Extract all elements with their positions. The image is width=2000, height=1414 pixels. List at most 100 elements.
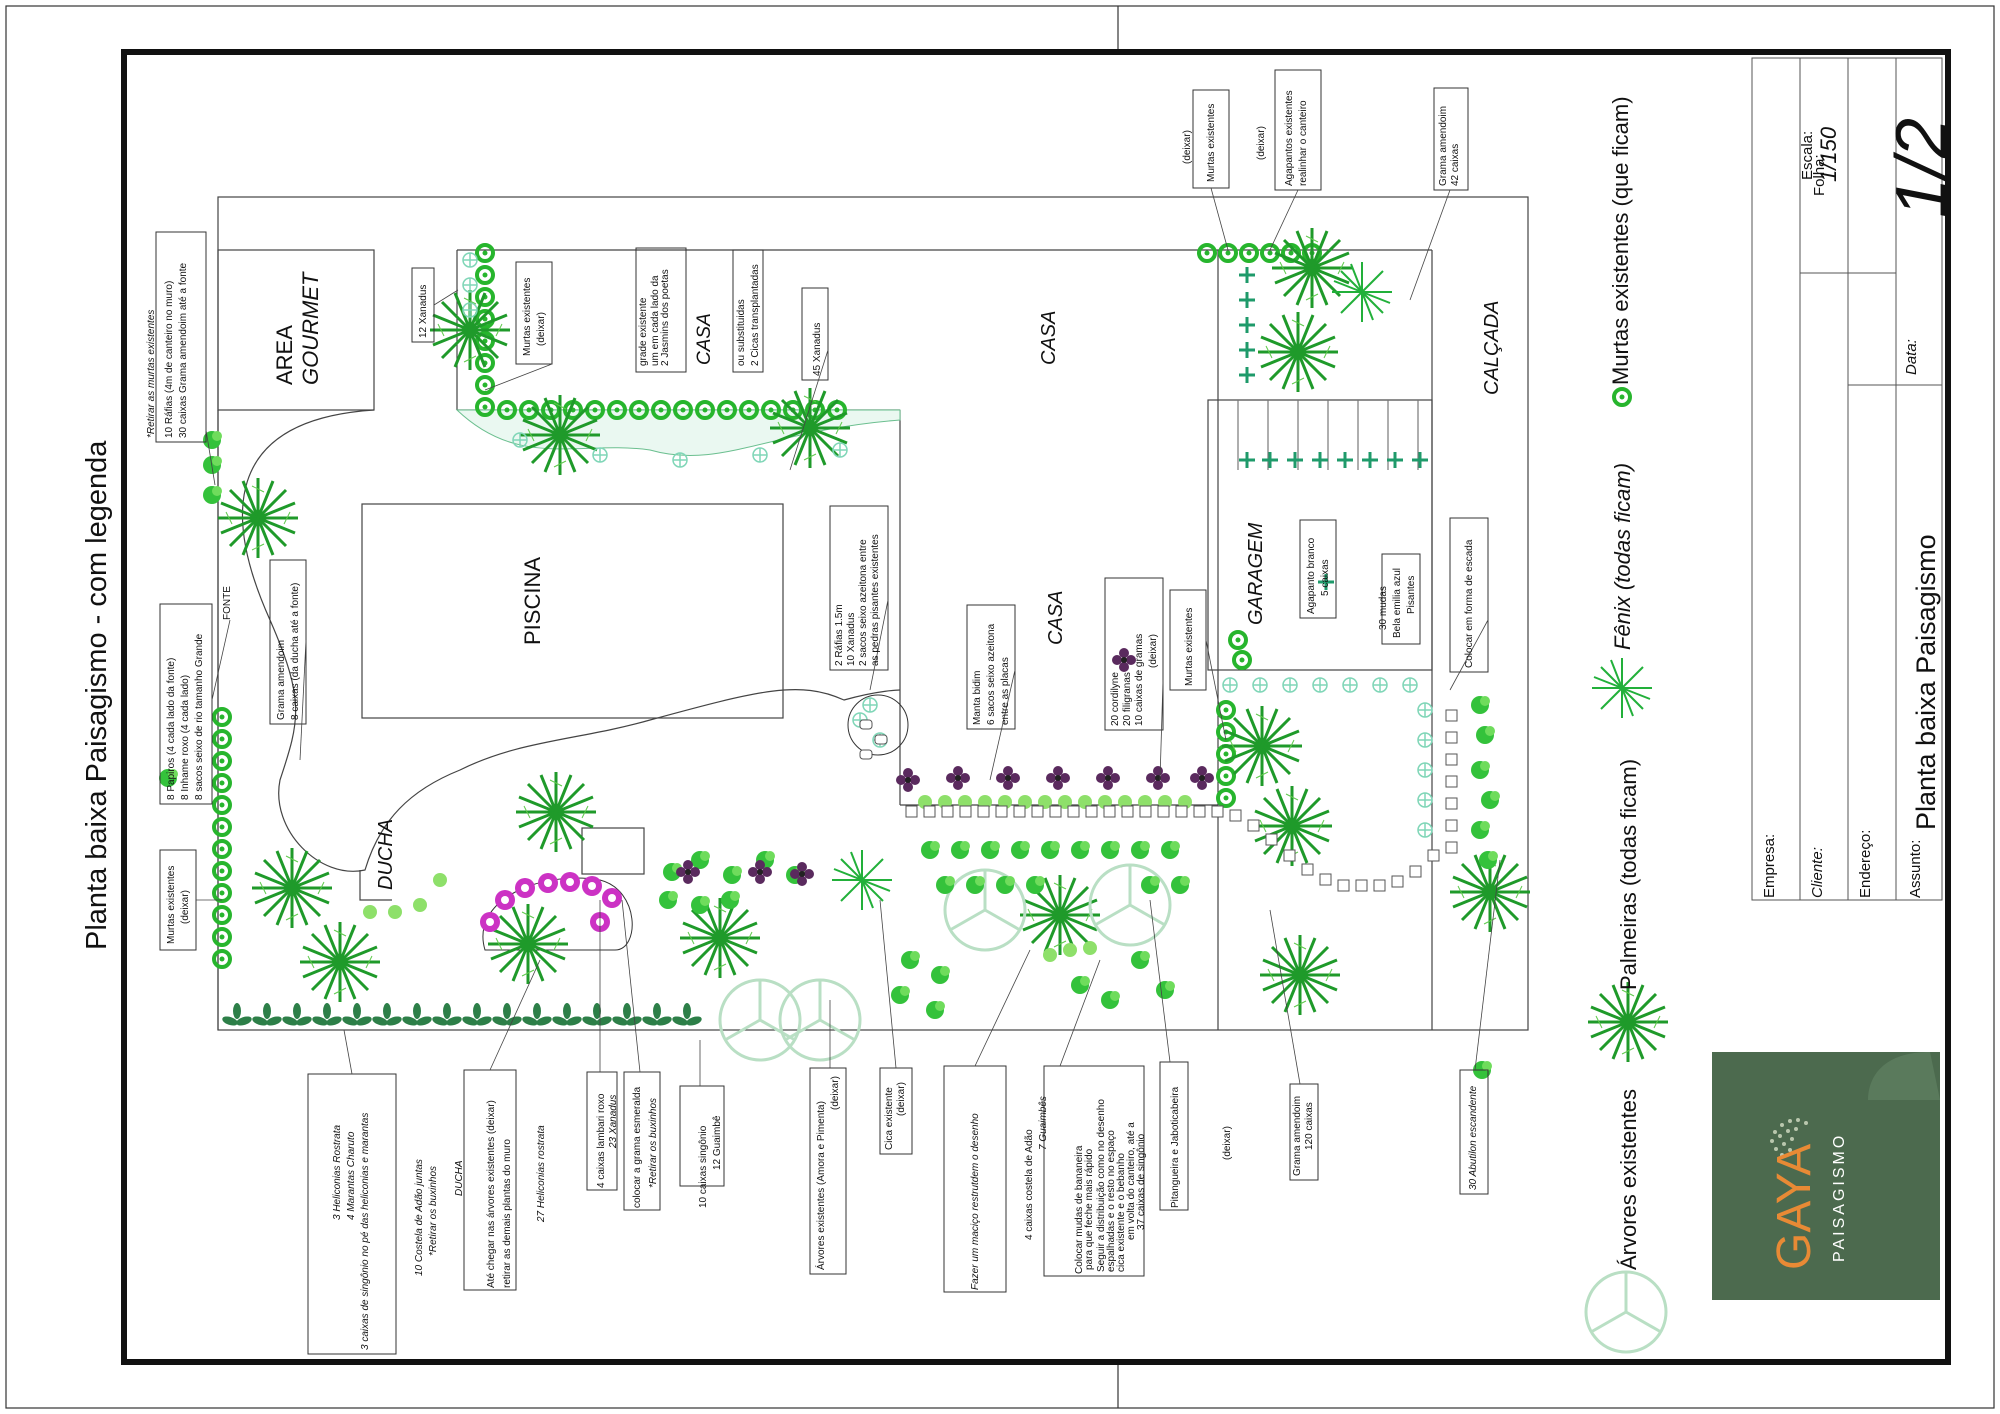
annotation-texts: *Retirar as murtas existentes 10 Ráfias … (146, 90, 1479, 1350)
note-arvores-1: Árvores existentes (Amora e Pimenta) (814, 1101, 827, 1270)
note-cicas-2: 2 Cicas transplantadas (750, 264, 761, 366)
legend-arvores-text: Árvores existentes (1616, 1089, 1641, 1270)
label-gourmet: GOURMET (298, 271, 323, 385)
note-ducha-2: Até chegar nas árvores existentes (deixa… (486, 1100, 497, 1288)
note-grade-1: grade existente (638, 297, 649, 366)
note-manta-3: entre as placas (1000, 657, 1011, 725)
note-rafias-2: 30 caixas Grama amendoim até a fonte (178, 262, 189, 438)
note-maco-1: Fazer um maciço restrutdem o desenho (970, 1113, 981, 1290)
label-casa-mid: CASA (1045, 591, 1067, 645)
note-murtas-4: Murtas existentes (1184, 608, 1195, 686)
note-ducha-3: retirar as demais plantas do muro (502, 1139, 513, 1288)
tb-escala-label: Escala: (1799, 131, 1816, 180)
note-seguir-4: cica existente e o bebanho (1116, 1153, 1127, 1272)
note-abutilon: 30 Abutilon escandente (1468, 1085, 1479, 1190)
tb-cliente-label: Cliente: (1809, 847, 1826, 898)
note-heliconias-2: 4 Marantas Charuto (346, 1131, 357, 1220)
label-area: AREA (272, 325, 297, 385)
sheet-border (5, 5, 1995, 1409)
note-ducha-1: DUCHA (454, 1160, 465, 1196)
note-deixar-3: (deixar) (1256, 126, 1267, 160)
note-seguir-5: em volta do canteiro, até a (1126, 1122, 1137, 1240)
note-grama-42-1: Grama amendoim (1438, 106, 1449, 186)
label-garagem: GARAGEM (1245, 522, 1267, 625)
note-cordyline-4: (deixar) (1148, 634, 1159, 668)
note-retirar-murtas: *Retirar as murtas existentes (146, 310, 157, 438)
note-pitangueira: Pitangueira e Jaboticabeira (1170, 1086, 1181, 1208)
note-murtas-2: Murtas existentes (1206, 104, 1217, 182)
note-rafias2-4: as pedras pisantes existentes (870, 534, 881, 666)
note-seguir-1: para que feche mais rápido (1084, 1148, 1095, 1270)
tb-folha-value: 1/2 (1882, 118, 1962, 218)
tb-folha-label: Folha: (1811, 154, 1828, 196)
site-plan (217, 196, 1529, 1031)
note-papiros-2: 8 Inhame roxo (4 cada lado) (180, 675, 191, 800)
note-grama-42-2: 42 caixas (1450, 144, 1461, 186)
note-heliconias-1: 3 Heliconias Rostrata (332, 1125, 343, 1220)
label-casa-small: CASA (694, 313, 715, 365)
note-deixar-4: (deixar) (180, 890, 191, 924)
legend-palmeiras-text: Palmeiras (todas ficam) (1616, 759, 1641, 990)
area-labels: AREA GOURMET PISCINA CASA CASA CASA GARA… (222, 271, 1503, 890)
note-papiros-1: 8 Papiros (4 cada lado da fonte) (166, 658, 177, 800)
note-cicas-1: ou substituidas (736, 299, 747, 366)
note-seguir-3: espalhadas e o resto no espaço (1106, 1130, 1117, 1272)
drawing-frame (121, 49, 1951, 1365)
note-bela-3: Pisantes (1406, 576, 1417, 614)
note-agapantos-2: realinhar o canteiro (1298, 100, 1309, 186)
legend: Murtas existentes (que ficam) Fênix (tod… (1584, 96, 1670, 1354)
note-grade-2: um em cada lado da (650, 275, 661, 366)
note-grade-3: 2 Jasmins dos poetas (660, 269, 671, 366)
note-deixar-5: (deixar) (1222, 1126, 1233, 1160)
existing-trees (718, 863, 1172, 1062)
sheet-title: Planta baixa Paisagismo - com legenda (81, 440, 113, 950)
note-arvores-2: (deixar) (830, 1076, 841, 1110)
note-heliconias-27: 27 Heliconias rostrata (536, 1125, 547, 1223)
note-murtas-3: Murtas existentes (166, 866, 177, 944)
tb-assunto-value: Planta baixa Paisagismo (1911, 534, 1941, 830)
note-singonio-2: 12 Guaimbê (712, 1115, 723, 1170)
legend-murtas-text: Murtas existentes (que ficam) (1608, 96, 1633, 385)
legend-fenix-text: Fênix (todas ficam) (1610, 463, 1635, 650)
note-esmeralda-2: *Retirar os buxinhos (648, 1098, 659, 1188)
tb-data-label: Data: (1903, 339, 1920, 375)
note-papiros-3: 8 sacos seixo de rio tamanho Grande (194, 633, 205, 800)
note-manta-2: 6 sacos seixo azeitona (986, 623, 997, 725)
stepping-stones (859, 709, 1458, 892)
note-heliconias-3: 3 caixas de singônio no pé das heliconia… (360, 1113, 371, 1350)
note-rafias2-2: 10 Xanadus (846, 613, 857, 666)
note-seguir-6: 37 caixas de singônio (1136, 1133, 1147, 1230)
note-costela-1: 10 Costela de Adão juntas (414, 1159, 425, 1276)
logo-dots (1770, 1118, 1808, 1157)
note-lambari: 4 caixas lambari roxo (596, 1093, 607, 1188)
note-bela-2: Bela emilia azul (1392, 568, 1403, 638)
leader-lines (196, 187, 1501, 1086)
gaya-logo: GAYA PAISAGISMO (1712, 1052, 1940, 1300)
note-grama-120-2: 120 caixas (1304, 1102, 1315, 1150)
label-calcada: CALÇADA (1481, 301, 1503, 395)
note-xanadus-12: 12 Xanadus (418, 285, 429, 338)
heliconia-row (221, 1003, 703, 1028)
note-escada: Colocar em forma de escada (1464, 539, 1475, 668)
note-costela-2: *Retirar os buxinhos (428, 1166, 439, 1256)
note-agapanto-2: 5 caixas (1320, 559, 1331, 596)
note-rafias-1: 10 Ráfias (4m de canteiro no muro) (164, 281, 175, 438)
tb-assunto-label: Assunto: (1907, 840, 1924, 898)
agapanto-plants (1237, 265, 1430, 592)
tb-endereco-label: Endereço: (1857, 830, 1874, 898)
logo-subtitle: PAISAGISMO (1831, 1133, 1848, 1262)
note-seguir-7: Colocar mudas de bananeira (1074, 1145, 1085, 1274)
note-singonio-1: 10 caixas singônio (698, 1125, 709, 1208)
note-deixar-1: (deixar) (536, 312, 547, 346)
title-block (1751, 57, 1943, 901)
tb-empresa-label: Empresa: (1761, 834, 1778, 898)
title-block-texts: Empresa: Cliente: Endereço: Assunto: Pla… (1761, 118, 1962, 898)
note-grama-8-2: 8 caixas (da ducha até a fonte) (290, 583, 301, 720)
note-manta-1: Manta bidim (972, 671, 983, 725)
note-murtas-1: Murtas existentes (522, 278, 533, 356)
note-xanadus-45: 45 Xanadus (812, 323, 823, 376)
logo-name: GAYA (1768, 1144, 1821, 1270)
note-grama-120-1: Grama amendoim (1292, 1096, 1303, 1176)
note-rafias2-3: 2 sacos seixo azeitona entre (858, 539, 869, 666)
